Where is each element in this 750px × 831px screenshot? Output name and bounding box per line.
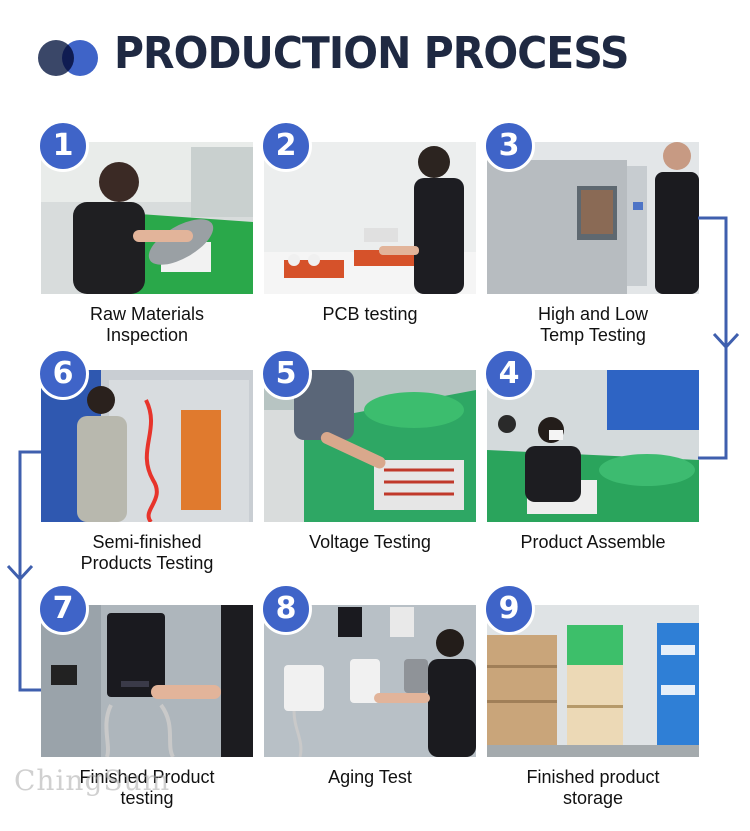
step-number-badge: 4 bbox=[483, 348, 535, 400]
step-number-badge: 1 bbox=[37, 120, 89, 172]
step-number-badge: 5 bbox=[260, 348, 312, 400]
step-photo-voltage-testing bbox=[264, 370, 476, 522]
two-circles-logo-icon bbox=[38, 40, 100, 76]
step-number-badge: 9 bbox=[483, 583, 535, 635]
step-number-badge: 8 bbox=[260, 583, 312, 635]
step-photo-semi-finished-testing bbox=[41, 370, 253, 522]
step-caption: Aging Test bbox=[328, 767, 412, 787]
watermark: ChingSum bbox=[14, 764, 171, 797]
step-number-badge: 7 bbox=[37, 583, 89, 635]
chevron-down-icon bbox=[6, 564, 34, 582]
chevron-down-icon bbox=[712, 332, 740, 350]
step-number-badge: 6 bbox=[37, 348, 89, 400]
step-caption: Product Assemble bbox=[520, 532, 666, 552]
step-number-badge: 2 bbox=[260, 120, 312, 172]
step-number-badge: 3 bbox=[483, 120, 535, 172]
page-title: PRODUCTION PROCESS bbox=[114, 28, 629, 79]
header: PRODUCTION PROCESS bbox=[0, 0, 750, 110]
step-caption: Voltage Testing bbox=[309, 532, 431, 552]
step-caption: PCB testing bbox=[322, 304, 418, 324]
